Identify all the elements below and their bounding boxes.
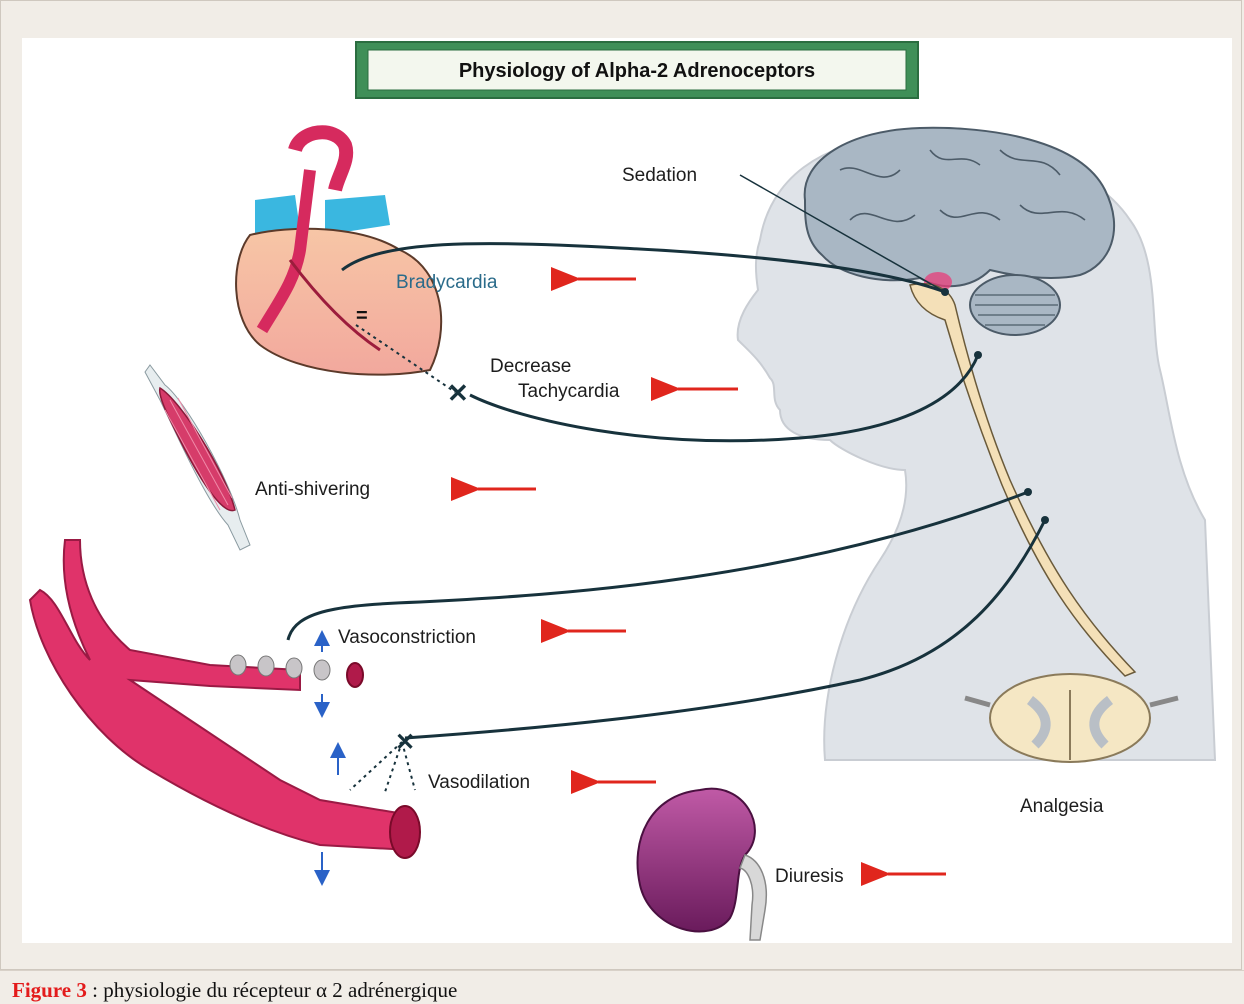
figure-caption: Figure 3 : physiologie du récepteur α 2 … [12, 978, 457, 1003]
figure-label: Figure 3 [12, 978, 87, 1002]
caption-text: : physiologie du récepteur α 2 adrénergi… [87, 978, 457, 1002]
label-analgesia: Analgesia [1020, 796, 1104, 817]
label-vasodilation: Vasodilation [428, 772, 530, 793]
diagram-title: Physiology of Alpha-2 Adrenoceptors [459, 60, 815, 82]
kidney-icon [638, 789, 767, 940]
block-x-mark-2: ✕ [395, 729, 415, 756]
label-diuresis: Diuresis [775, 866, 844, 887]
vessels-icon [30, 540, 420, 878]
block-x-mark-1: ✕ [447, 378, 469, 408]
brain-icon [805, 128, 1114, 292]
label-anti-shivering: Anti-shivering [255, 479, 370, 500]
svg-text:=: = [356, 305, 368, 327]
cerebellum-icon [970, 275, 1060, 335]
alpha2-physiology-diagram: Physiology of Alpha-2 Adrenoceptors = [0, 0, 1244, 970]
heart-icon: = [236, 132, 441, 374]
label-vasoconstriction: Vasoconstriction [338, 627, 476, 648]
label-tachycardia: Tachycardia [518, 381, 620, 402]
nerve-dotted-paths [350, 325, 455, 792]
label-bradycardia: Bradycardia [396, 272, 498, 293]
title-box: Physiology of Alpha-2 Adrenoceptors [356, 42, 918, 98]
label-decrease: Decrease [490, 356, 571, 377]
muscle-icon [145, 365, 250, 550]
label-sedation: Sedation [622, 165, 697, 186]
